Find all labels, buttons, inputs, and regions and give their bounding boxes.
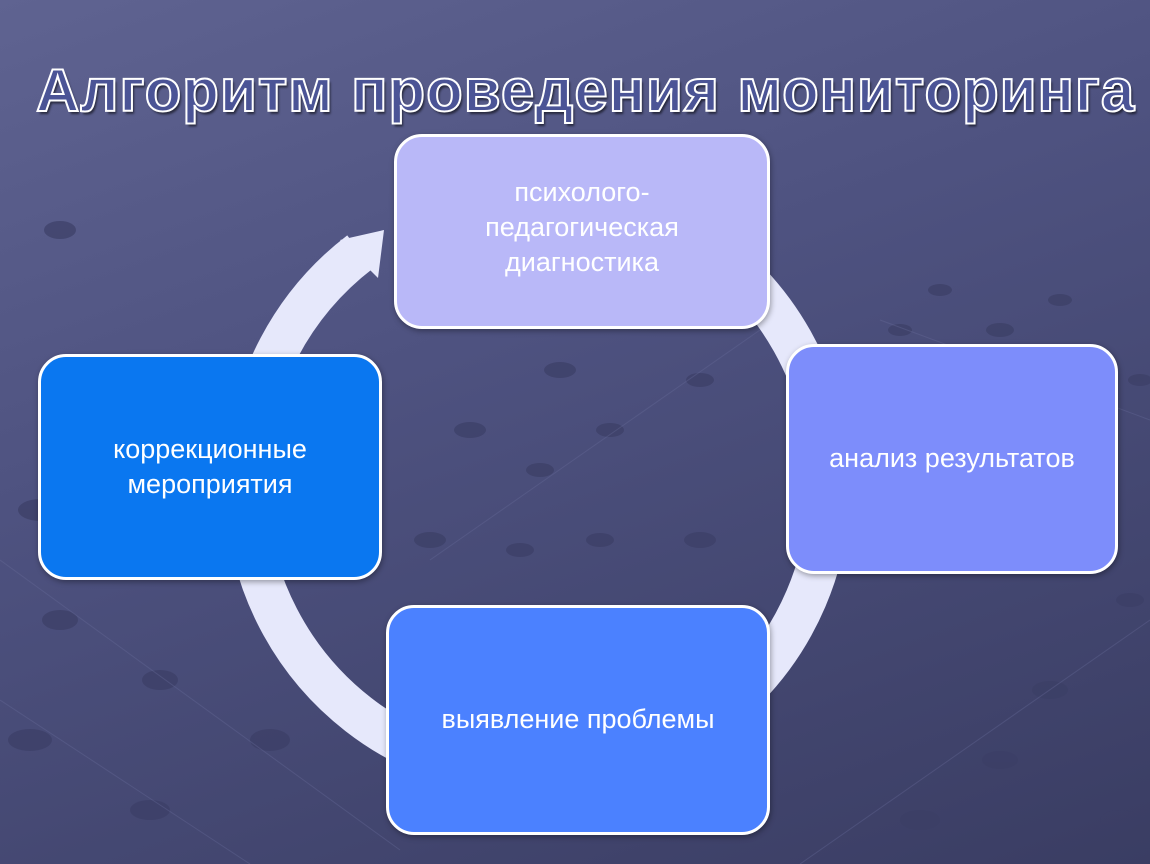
- arrowhead-icon: [340, 230, 384, 278]
- node-correction: коррекционные мероприятия: [38, 354, 382, 580]
- node-diagnostics: психолого- педагогическая диагностика: [394, 134, 770, 329]
- node-diagnostics-label: психолого- педагогическая диагностика: [485, 177, 679, 278]
- node-analysis: анализ результатов: [786, 344, 1118, 574]
- node-problems-label: выявление проблемы: [441, 704, 715, 735]
- node-correction-label: коррекционные мероприятия: [113, 433, 307, 499]
- node-problems: выявление проблемы: [386, 605, 770, 835]
- page-title: Алгоритм проведения мониторинга: [35, 56, 1136, 125]
- node-analysis-label: анализ результатов: [829, 443, 1075, 474]
